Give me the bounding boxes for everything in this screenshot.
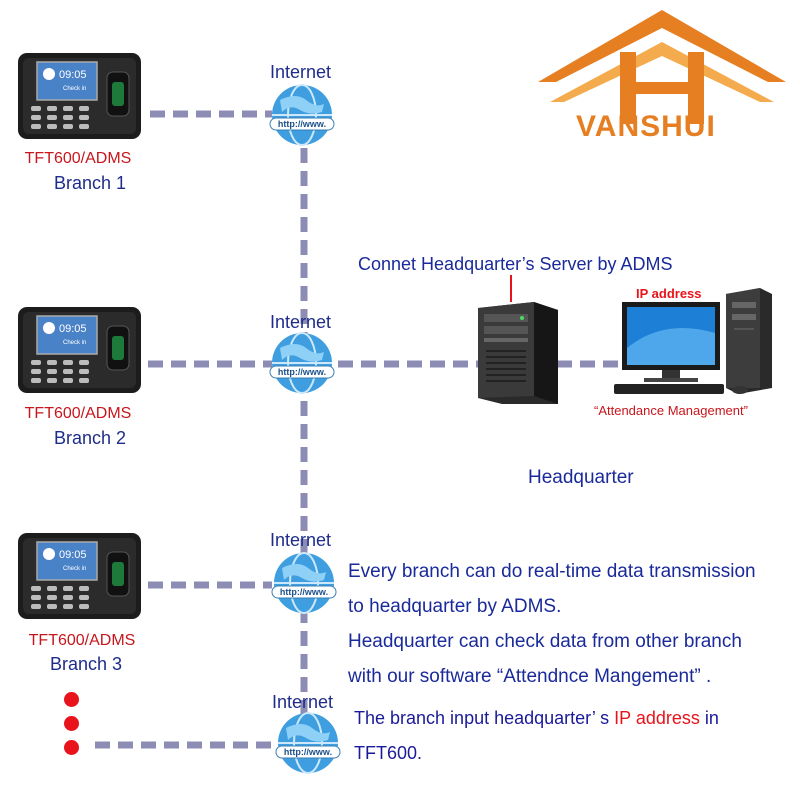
server-icon [478, 302, 558, 404]
software-label: “Attendance Management” [594, 403, 748, 418]
svg-text:http://www.: http://www. [284, 747, 332, 757]
vanshui-logo: VANSHUI [528, 2, 796, 150]
note-ip-highlight: IP address [614, 708, 700, 728]
description-line-1: Every branch can do real-time data trans… [348, 561, 756, 582]
headquarter-label: Headquarter [528, 467, 634, 488]
more-branches-dot-2 [64, 716, 79, 731]
device-branch-3: 09:05 Check in [17, 532, 142, 625]
svg-text:http://www.: http://www. [278, 119, 326, 129]
svg-text:http://www.: http://www. [280, 587, 328, 597]
more-branches-dot-3 [64, 740, 79, 755]
more-branches-dot-1 [64, 692, 79, 707]
globe-icon: http://www. [275, 712, 341, 774]
svg-text:09:05: 09:05 [59, 69, 87, 81]
house-roof-icon [538, 10, 786, 124]
internet-globe-2: http://www. [266, 330, 338, 401]
branch-label-1: Branch 1 [53, 173, 127, 193]
internet-label-2: Internet [270, 312, 332, 332]
note-line-1: The branch input headquarter’ s IP addre… [354, 701, 719, 736]
device-branch-1: 09:05 Check in [17, 52, 142, 145]
server-tower [478, 302, 558, 409]
note-text-part2: in [699, 708, 719, 728]
server-caption: Connet Headquarter’s Server by ADMS [358, 254, 673, 274]
svg-text:09:05: 09:05 [59, 549, 87, 561]
description-block: Every branch can do real-time data trans… [348, 554, 756, 694]
ip-address-label: IP address [636, 286, 702, 301]
description-line-4: with our software “Attendnce Mangement” … [348, 666, 712, 687]
note-text-part1: The branch input headquarter’ s [354, 708, 615, 728]
globe-icon: http://www. [271, 552, 337, 614]
description-line-2: to headquarter by ADMS. [348, 596, 562, 617]
internet-globe-1: http://www. [266, 82, 338, 153]
globe-icon: http://www. [269, 84, 335, 146]
svg-text:Check in: Check in [63, 566, 86, 572]
device-label-branch-3: TFT600/ADMS [28, 632, 136, 649]
svg-text:Check in: Check in [63, 86, 86, 92]
note-line-2: TFT600. [354, 743, 423, 763]
svg-text:http://www.: http://www. [278, 367, 326, 377]
internet-globe-4: http://www. [272, 710, 344, 781]
internet-globe-3: http://www. [268, 550, 340, 621]
fingerprint-terminal-icon: 09:05 Check in [18, 533, 141, 619]
globe-icon: http://www. [269, 332, 335, 394]
branch-label-3: Branch 3 [49, 654, 123, 674]
fingerprint-terminal-icon: 09:05 Check in [18, 53, 141, 139]
note-block: The branch input headquarter’ s IP addre… [354, 701, 719, 771]
device-label-branch-1: TFT600/ADMS [24, 150, 132, 167]
internet-label-1: Internet [270, 62, 332, 82]
device-branch-2: 09:05 Check in [17, 306, 142, 399]
description-line-3: Headquarter can check data from other br… [348, 631, 742, 652]
internet-label-4: Internet [272, 692, 334, 712]
device-label-branch-2: TFT600/ADMS [24, 405, 132, 422]
internet-label-3: Internet [270, 530, 332, 550]
svg-text:Check in: Check in [63, 340, 86, 346]
logo-brand-text: VANSHUI [576, 110, 716, 143]
branch-label-2: Branch 2 [53, 428, 127, 448]
fingerprint-terminal-icon: 09:05 Check in [18, 307, 141, 393]
headquarter-pc [614, 288, 774, 403]
desktop-computer-icon [614, 288, 772, 394]
svg-text:09:05: 09:05 [59, 323, 87, 335]
